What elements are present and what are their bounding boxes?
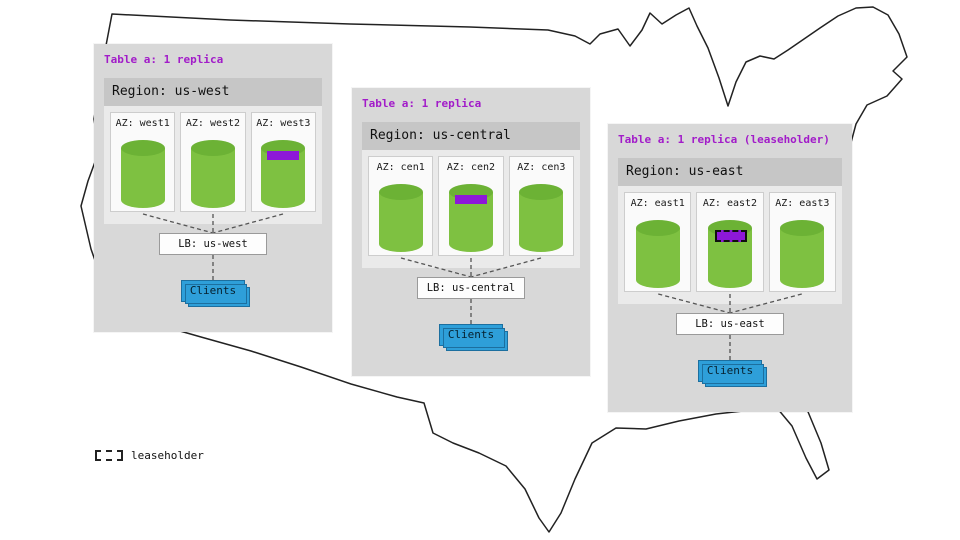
load-balancer-box: LB: us-east — [676, 313, 784, 335]
region-box-us-east: Region: us-east AZ: east1 AZ: east2 — [618, 158, 842, 304]
region-box-us-west: Region: us-west AZ: west1 AZ: west2 AZ: … — [104, 78, 322, 224]
database-cylinder-icon — [779, 219, 825, 289]
az-label: AZ: cen1 — [376, 162, 425, 173]
az-box-cen3: AZ: cen3 — [508, 156, 574, 256]
region-header: Region: us-east — [618, 158, 842, 186]
az-row: AZ: west1 AZ: west2 AZ: west3 — [104, 106, 322, 218]
region-panel-us-east: Table a: 1 replica (leaseholder) Region:… — [608, 124, 852, 412]
region-panel-us-west: Table a: 1 replica Region: us-west AZ: w… — [94, 44, 332, 332]
replica-marker — [454, 195, 487, 204]
database-cylinder-icon — [707, 219, 753, 289]
leaseholder-marker — [714, 230, 747, 242]
database-cylinder-icon — [448, 183, 494, 253]
replica-marker — [267, 151, 300, 160]
table-replica-title: Table a: 1 replica — [104, 53, 224, 66]
database-cylinder-icon — [635, 219, 681, 289]
region-box-us-central: Region: us-central AZ: cen1 AZ: cen2 — [362, 122, 580, 268]
database-cylinder-icon — [518, 183, 564, 253]
region-header: Region: us-central — [362, 122, 580, 150]
az-box-cen2: AZ: cen2 — [438, 156, 504, 256]
database-cylinder-icon — [120, 139, 166, 209]
az-label: AZ: west2 — [185, 118, 241, 129]
az-label: AZ: cen2 — [446, 162, 496, 173]
az-label: AZ: east3 — [775, 198, 830, 209]
table-replica-title: Table a: 1 replica — [362, 97, 482, 110]
region-panel-us-central: Table a: 1 replica Region: us-central AZ… — [352, 88, 590, 376]
az-row: AZ: cen1 AZ: cen2 AZ: cen3 — [362, 150, 580, 262]
az-row: AZ: east1 AZ: east2 AZ: east3 — [618, 186, 842, 298]
az-label: AZ: east2 — [702, 198, 758, 209]
az-label: AZ: east1 — [630, 198, 685, 209]
az-box-west2: AZ: west2 — [180, 112, 246, 212]
az-label: AZ: cen3 — [517, 162, 566, 173]
legend-label: leaseholder — [131, 449, 204, 462]
region-header: Region: us-west — [104, 78, 322, 106]
table-replica-title: Table a: 1 replica (leaseholder) — [618, 133, 830, 146]
az-label: AZ: west1 — [115, 118, 170, 129]
az-box-cen1: AZ: cen1 — [368, 156, 434, 256]
clients-box: Clients — [698, 360, 767, 387]
az-box-east1: AZ: east1 — [624, 192, 692, 292]
database-cylinder-icon — [190, 139, 236, 209]
clients-box: Clients — [439, 324, 508, 351]
load-balancer-box: LB: us-central — [417, 277, 525, 299]
database-cylinder-icon — [378, 183, 424, 253]
legend: leaseholder — [95, 449, 204, 462]
az-box-west1: AZ: west1 — [110, 112, 176, 212]
load-balancer-box: LB: us-west — [159, 233, 267, 255]
database-cylinder-icon — [260, 139, 306, 209]
az-label: AZ: west3 — [256, 118, 311, 129]
az-box-east2: AZ: east2 — [696, 192, 764, 292]
az-box-west3: AZ: west3 — [250, 112, 316, 212]
leaseholder-swatch-icon — [95, 450, 123, 461]
az-box-east3: AZ: east3 — [768, 192, 836, 292]
clients-box: Clients — [181, 280, 250, 307]
